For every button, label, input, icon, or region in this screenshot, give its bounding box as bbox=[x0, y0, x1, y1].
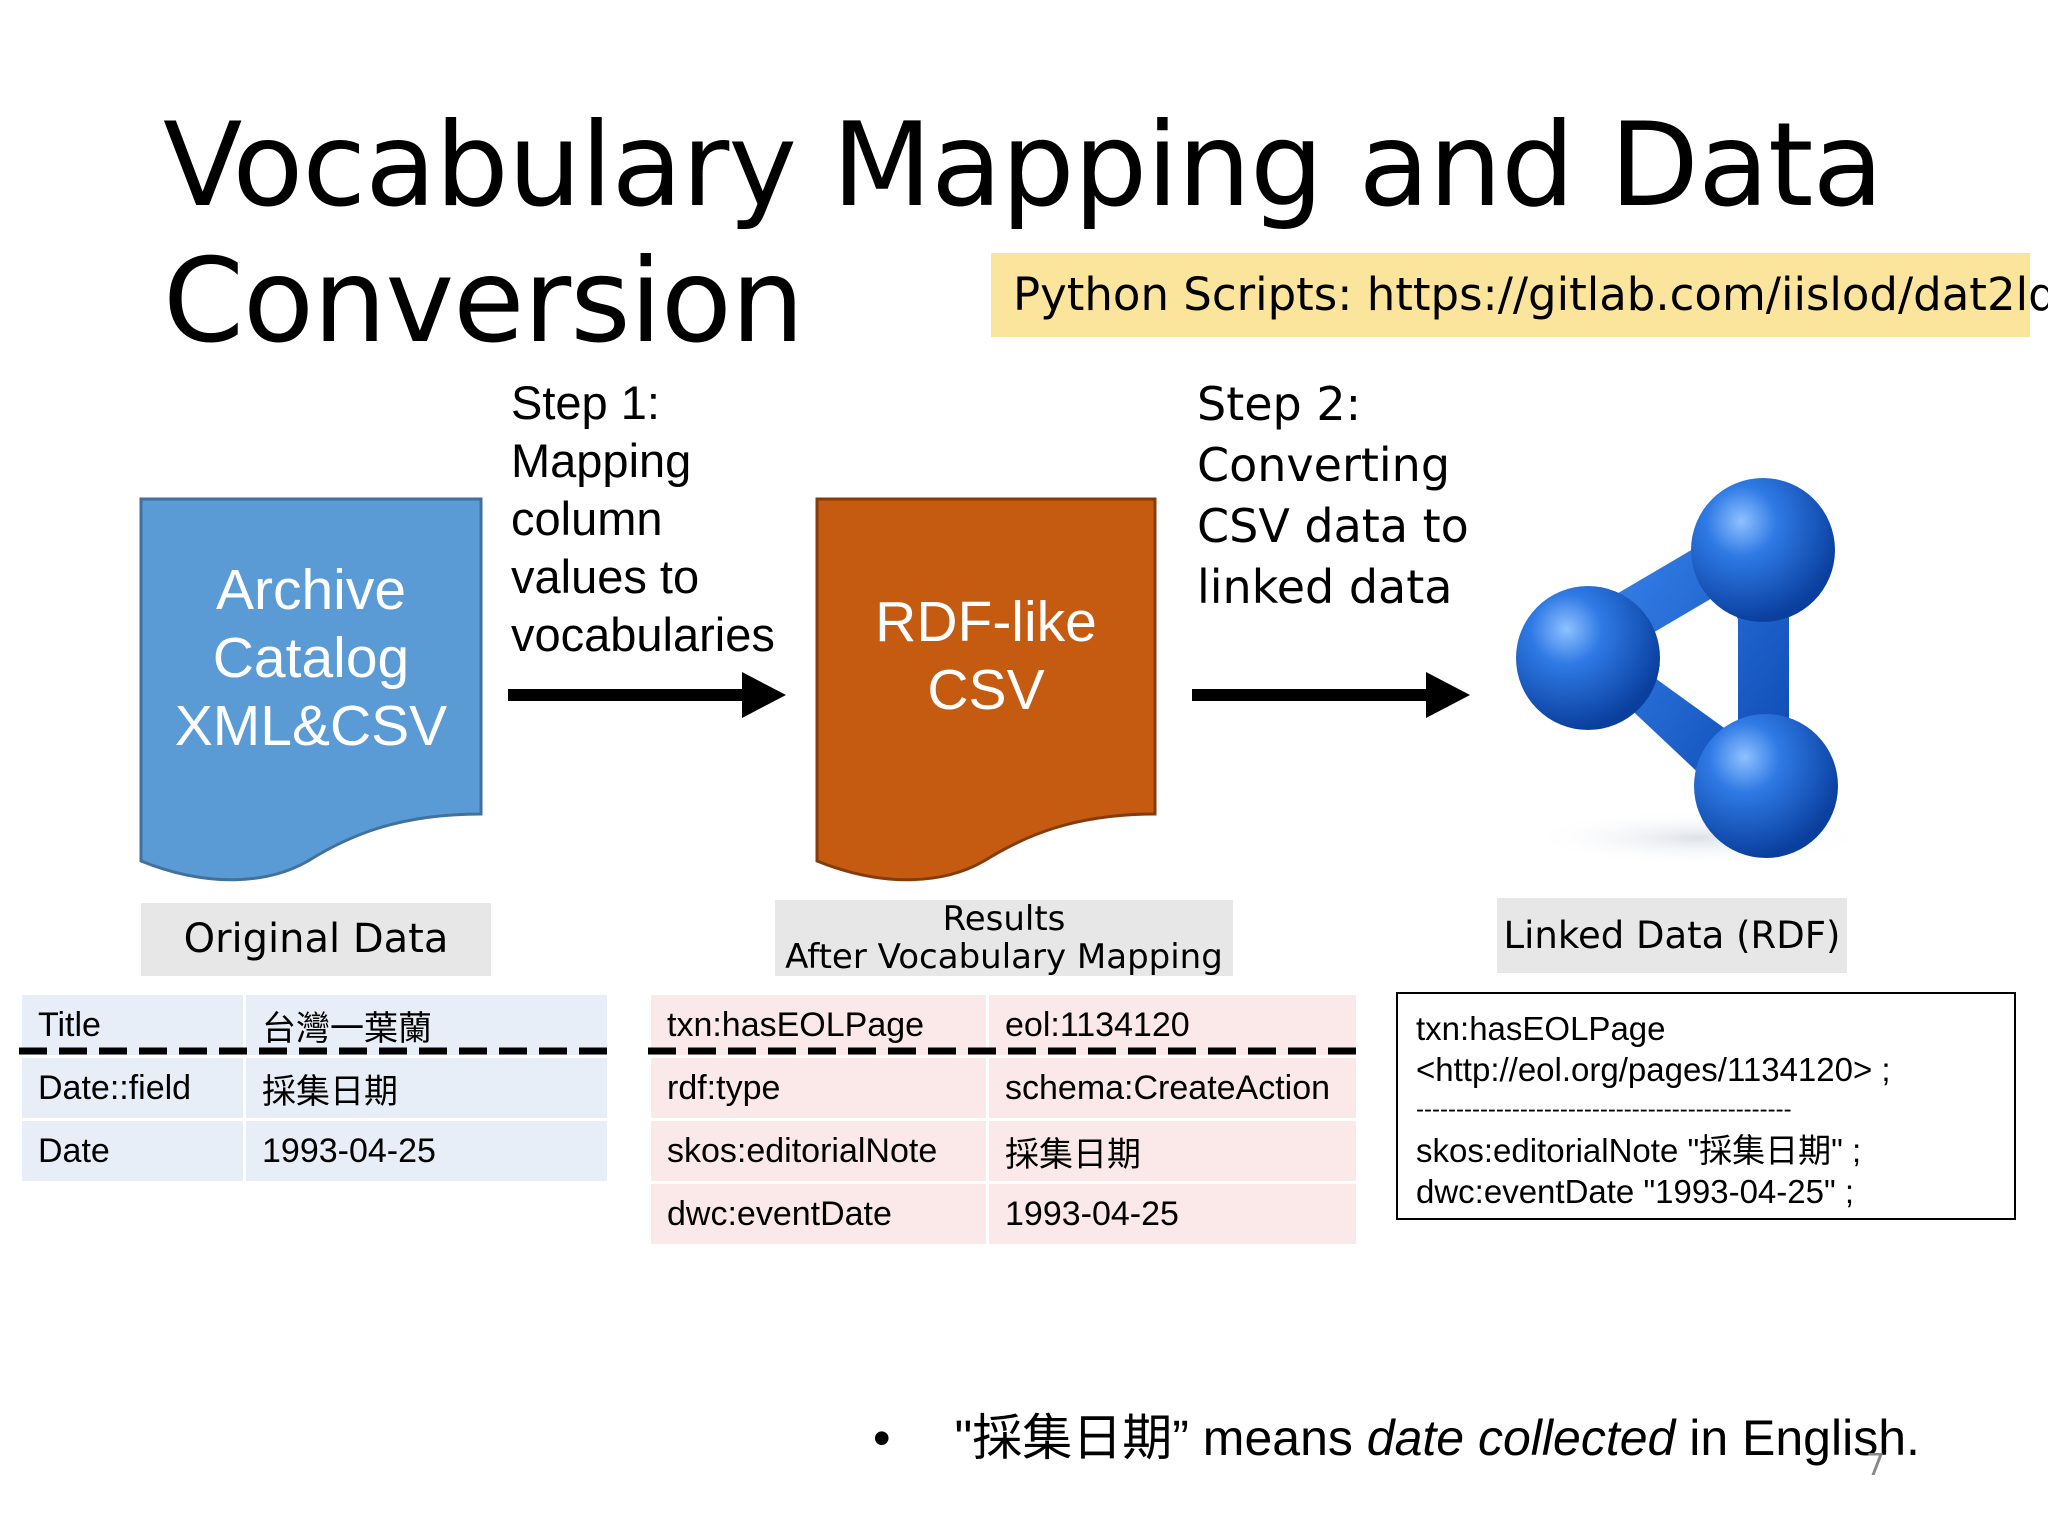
translation-note: • "採集日期” means date collected in English. bbox=[873, 1398, 1920, 1470]
step1-text: Step 1: Mapping column values to vocabul… bbox=[511, 374, 775, 664]
step1-line: column bbox=[511, 492, 663, 545]
table-row: rdf:type schema:CreateAction bbox=[648, 1055, 1359, 1121]
table-cell: skos:editorialNote bbox=[648, 1118, 989, 1184]
original-table-dashed-divider bbox=[19, 1047, 607, 1055]
table-cell: 1993-04-25 bbox=[243, 1118, 610, 1184]
slide-title: Vocabulary Mapping and Data Conversion bbox=[163, 98, 1884, 370]
table-cell: Title bbox=[19, 992, 246, 1058]
table-row: Date::field 採集日期 bbox=[19, 1055, 610, 1121]
rdf-line: <http://eol.org/pages/1134120> ; bbox=[1416, 1051, 1891, 1088]
scripts-link-note[interactable]: Python Scripts: https://gitlab.com/iislo… bbox=[991, 253, 2048, 337]
step1-line: Mapping bbox=[511, 434, 692, 487]
step1-line: Step 1: bbox=[511, 376, 660, 429]
table-row: Date 1993-04-25 bbox=[19, 1118, 610, 1184]
note-emphasis: date collected bbox=[1366, 1410, 1676, 1466]
source-document-shape bbox=[139, 497, 483, 882]
slide-title-line2: Conversion bbox=[163, 234, 804, 369]
rdf-line: txn:hasEOLPage bbox=[1416, 1010, 1666, 1047]
source-document-label: Archive Catalog XML&CSV bbox=[138, 556, 484, 760]
rdf-line: dwc:eventDate "1993-04-25" ; bbox=[1416, 1173, 1855, 1210]
bullet-marker: • bbox=[873, 1410, 891, 1466]
caption-original-data: Original Data bbox=[141, 903, 491, 976]
original-data-table: Title 台灣一葉蘭 Date::field 採集日期 Date 1993-0… bbox=[19, 992, 610, 1184]
table-row: txn:hasEOLPage eol:1134120 bbox=[648, 992, 1359, 1058]
step2-line: CSV data to bbox=[1197, 499, 1469, 553]
table-cell: Date bbox=[19, 1118, 246, 1184]
table-cell: txn:hasEOLPage bbox=[648, 992, 989, 1058]
step2-line: Converting bbox=[1197, 438, 1451, 492]
rdf-output-box: txn:hasEOLPage <http://eol.org/pages/113… bbox=[1396, 992, 2016, 1220]
table-cell: dwc:eventDate bbox=[648, 1181, 989, 1247]
result-doc-line: CSV bbox=[927, 658, 1045, 722]
table-row: dwc:eventDate 1993-04-25 bbox=[648, 1181, 1359, 1247]
caption-results-line1: Results bbox=[942, 899, 1066, 939]
step2-arrow-icon bbox=[1192, 672, 1470, 718]
table-cell: 1993-04-25 bbox=[986, 1181, 1359, 1247]
source-doc-line: Archive bbox=[215, 558, 407, 622]
step2-line: Step 2: bbox=[1197, 377, 1362, 431]
slide-title-line1: Vocabulary Mapping and Data bbox=[163, 98, 1884, 233]
table-cell: Date::field bbox=[19, 1055, 246, 1121]
table-cell: schema:CreateAction bbox=[986, 1055, 1359, 1121]
result-document-label: RDF-like CSV bbox=[814, 588, 1158, 724]
results-table-dashed-divider bbox=[648, 1047, 1356, 1055]
results-table: txn:hasEOLPage eol:1134120 rdf:type sche… bbox=[648, 992, 1359, 1247]
table-cell: rdf:type bbox=[648, 1055, 989, 1121]
step2-text: Step 2: Converting CSV data to linked da… bbox=[1197, 374, 1469, 618]
rdf-separator: ----------------------------------------… bbox=[1416, 1096, 1792, 1123]
source-doc-line: Catalog bbox=[212, 626, 410, 690]
step1-arrow-icon bbox=[508, 672, 786, 718]
result-document-shape bbox=[815, 497, 1157, 882]
table-cell: eol:1134120 bbox=[986, 992, 1359, 1058]
page-number: 7 bbox=[1866, 1448, 1886, 1483]
table-row: Title 台灣一葉蘭 bbox=[19, 992, 610, 1058]
table-cell: 台灣一葉蘭 bbox=[243, 992, 610, 1058]
table-cell: 採集日期 bbox=[243, 1055, 610, 1121]
step1-line: values to bbox=[511, 550, 700, 603]
table-cell: 採集日期 bbox=[986, 1118, 1359, 1184]
caption-linked-data: Linked Data (RDF) bbox=[1497, 898, 1847, 973]
linked-data-molecule-icon bbox=[1516, 478, 1868, 866]
caption-results: Results After Vocabulary Mapping bbox=[775, 900, 1233, 976]
step1-line: vocabularies bbox=[511, 608, 775, 661]
caption-results-line2: After Vocabulary Mapping bbox=[785, 937, 1223, 977]
rdf-line: skos:editorialNote "採集日期" ; bbox=[1416, 1132, 1862, 1169]
table-row: skos:editorialNote 採集日期 bbox=[648, 1118, 1359, 1184]
step2-line: linked data bbox=[1197, 560, 1453, 614]
note-quote: "採集日期” means bbox=[954, 1410, 1367, 1466]
note-rest: in English. bbox=[1675, 1410, 1920, 1466]
source-doc-line: XML&CSV bbox=[174, 694, 448, 758]
result-doc-line: RDF-like bbox=[875, 590, 1097, 654]
